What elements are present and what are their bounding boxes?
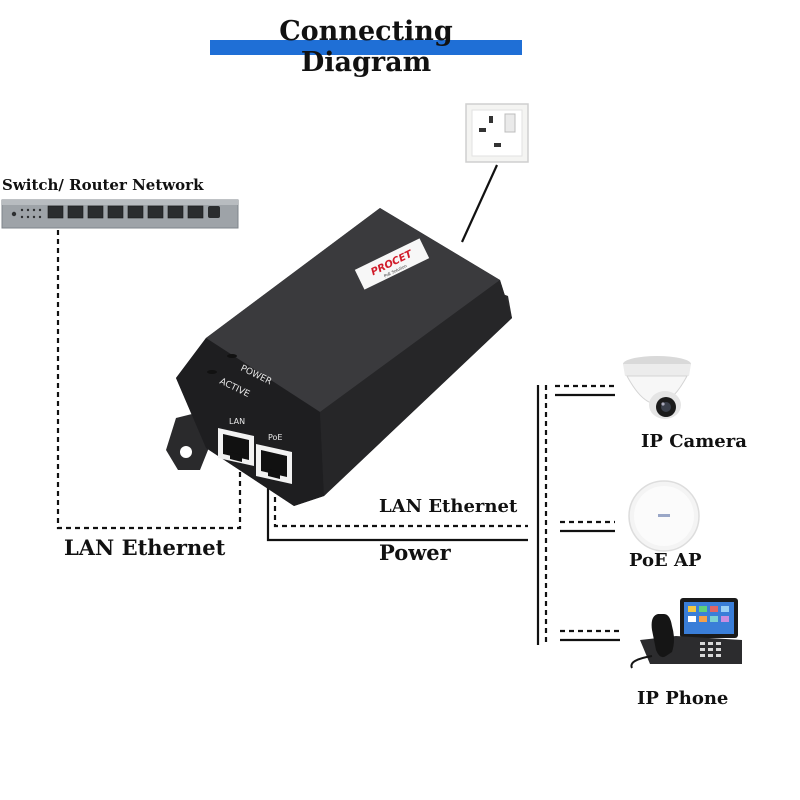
poe-ap-label: PoE AP (629, 550, 702, 571)
title-underline (210, 40, 522, 55)
title-text: Connecting Diagram (279, 16, 453, 78)
lan-ethernet-left-label: LAN Ethernet (64, 535, 226, 560)
power-label: Power (379, 540, 451, 565)
lan-port-label: LAN (229, 417, 245, 426)
poe-port-label: PoE (268, 433, 283, 442)
power-led (227, 354, 237, 358)
diagram-title: Connecting Diagram (210, 14, 522, 78)
brand-label (354, 238, 430, 290)
active-led (207, 370, 217, 374)
ip-phone-device (630, 598, 742, 669)
switch-router-label: Switch/ Router Network (2, 176, 204, 194)
ip-camera-label: IP Camera (641, 431, 747, 452)
lan-port (218, 428, 254, 466)
switch-to-lan-cable (56, 230, 242, 530)
wall-socket (465, 103, 529, 163)
ip-camera-device (623, 356, 691, 419)
poe-injector: PROCET PoE Solution POWER ACTIVE LAN PoE (166, 208, 512, 506)
switch-router-device (1, 199, 239, 229)
poe-power-cable (266, 470, 528, 542)
poe-ap-device (628, 480, 700, 552)
lan-ethernet-right-label: LAN Ethernet (379, 496, 518, 517)
poe-port (256, 444, 292, 484)
power-cord (460, 164, 499, 243)
ip-phone-label: IP Phone (637, 688, 729, 709)
